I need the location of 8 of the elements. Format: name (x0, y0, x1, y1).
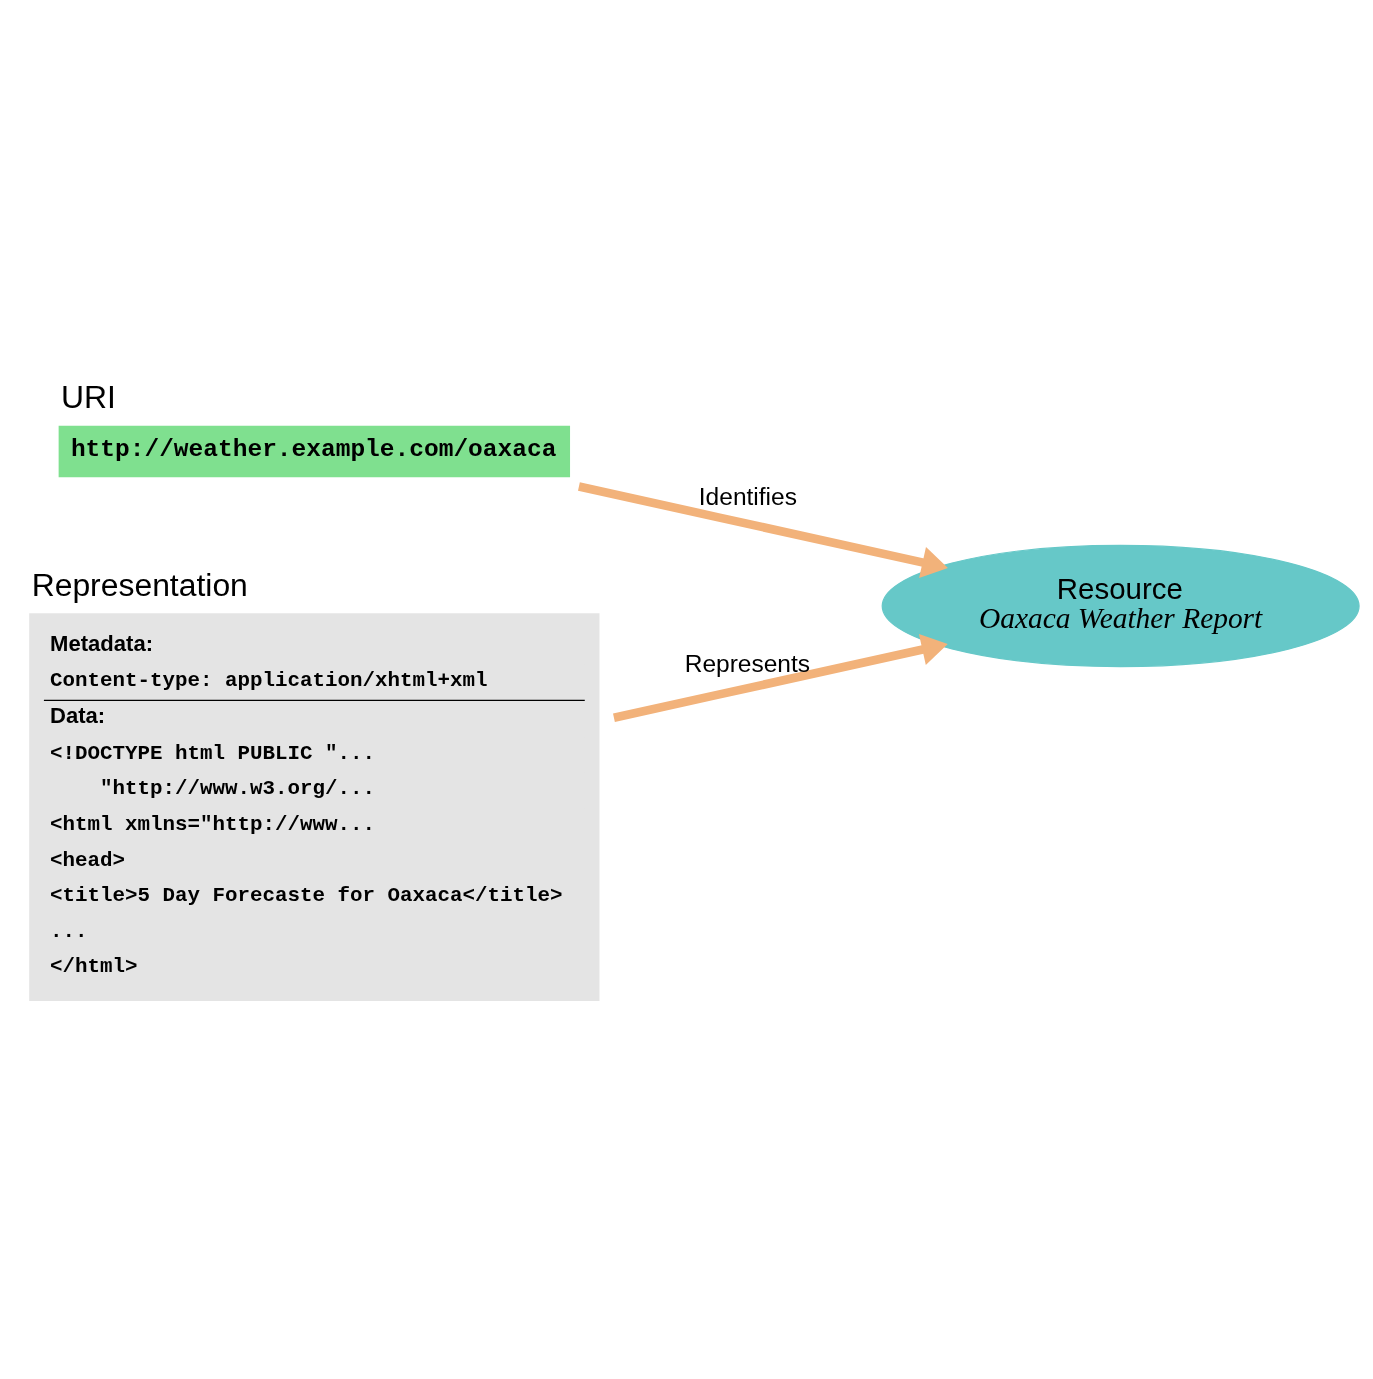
node-box: http://weather.example.com/oaxaca (58, 425, 571, 477)
arrow (613, 633, 948, 722)
edge-label: Represents (684, 649, 811, 677)
arrow (578, 481, 948, 578)
node-label: Representation (31, 566, 248, 603)
node-box: Metadata: Content-type: application/xhtml+xml Data: <!DOCTYPE html PUBLIC "... "http://www.w3.org/... <html xmlns="http://www... <head> <title>5 Day Forecaste for Oaxaca</title> ... </html> (29, 612, 600, 1001)
edge-label: Identifies (698, 482, 797, 510)
node-label: URI (61, 378, 116, 415)
